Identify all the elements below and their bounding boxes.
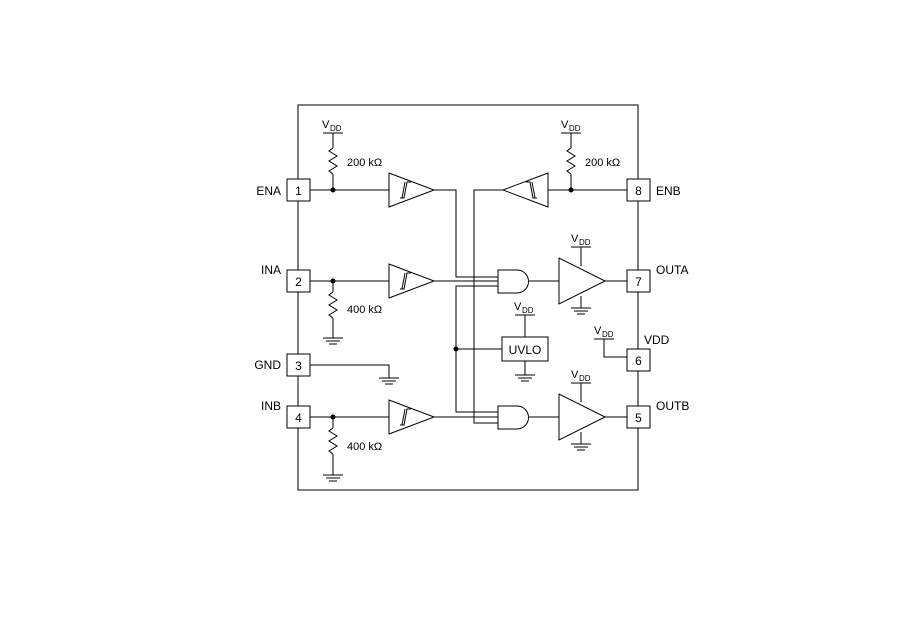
enb-resistor-value: 200 kΩ xyxy=(585,157,620,169)
pin-5-name: OUTB xyxy=(656,399,689,413)
uvlo-block: UVLO V DD xyxy=(453,285,549,413)
pin-7-name: OUTA xyxy=(656,263,688,277)
pin-6-name: VDD xyxy=(644,333,670,347)
uvlo-label: UVLO xyxy=(509,343,542,357)
ina-resistor-value: 400 kΩ xyxy=(347,304,382,316)
pin-4-name: INB xyxy=(261,399,281,413)
vdd-label-sub: DD xyxy=(330,124,342,133)
pin-6: 6 VDD xyxy=(626,333,670,372)
ena-input-path xyxy=(310,172,498,278)
pin-4: 4 INB xyxy=(261,399,311,429)
pin-2-number: 2 xyxy=(295,275,302,289)
pin-8-name: ENB xyxy=(656,184,681,198)
enb-input-path xyxy=(473,172,627,424)
pin-1-number: 1 xyxy=(295,184,302,198)
and-gate-b xyxy=(497,405,559,430)
inb-pulldown-resistor: 400 kΩ xyxy=(323,417,382,482)
output-driver-a: V DD xyxy=(558,233,627,315)
vdd-pin-connection: V DD xyxy=(594,325,627,358)
vdd-label-main: V xyxy=(571,369,579,381)
schmitt-trigger-icon xyxy=(531,181,536,199)
pin-7: 7 OUTA xyxy=(626,263,688,293)
schmitt-trigger-icon xyxy=(401,272,406,290)
vdd-label-sub: DD xyxy=(569,124,581,133)
vdd-label-main: V xyxy=(322,119,330,131)
inb-resistor-value: 400 kΩ xyxy=(347,441,382,453)
schmitt-trigger-icon xyxy=(401,408,406,426)
and-gate-a xyxy=(497,269,559,294)
enb-pullup-resistor: V DD 200 kΩ xyxy=(561,119,620,190)
vdd-label-main: V xyxy=(561,119,569,131)
pin-6-number: 6 xyxy=(635,354,642,368)
pin-4-number: 4 xyxy=(295,411,302,425)
schmitt-trigger-icon xyxy=(400,272,411,290)
vdd-label-sub: DD xyxy=(522,306,534,315)
pin-3-name: GND xyxy=(254,358,281,372)
pin-5: 5 OUTB xyxy=(626,399,689,429)
pin-2: 2 INA xyxy=(261,263,311,293)
pin-8: 8 ENB xyxy=(626,178,681,202)
vdd-label-sub: DD xyxy=(579,238,591,247)
schmitt-trigger-icon xyxy=(401,181,406,199)
schmitt-trigger-icon xyxy=(526,181,537,199)
pin-2-name: INA xyxy=(261,263,281,277)
pin-7-number: 7 xyxy=(635,275,642,289)
schmitt-trigger-icon xyxy=(400,408,411,426)
gnd-connection xyxy=(310,364,399,385)
ena-pullup-resistor: V DD 200 kΩ xyxy=(322,119,382,190)
vdd-label-sub: DD xyxy=(579,374,591,383)
vdd-label-sub: DD xyxy=(602,330,614,339)
ina-input-path xyxy=(310,263,498,299)
pin-3-number: 3 xyxy=(295,359,302,373)
output-driver-b: V DD xyxy=(558,369,627,451)
pin-1-name: ENA xyxy=(256,184,281,198)
pin-3: 3 GND xyxy=(254,353,311,377)
pin-1: 1 ENA xyxy=(256,178,311,202)
pin-8-number: 8 xyxy=(635,184,642,198)
ic-package-outline xyxy=(297,104,639,491)
pin-5-number: 5 xyxy=(635,411,642,425)
vdd-label-main: V xyxy=(514,301,522,313)
inb-input-path xyxy=(310,399,498,435)
schmitt-trigger-icon xyxy=(400,181,411,199)
vdd-label-main: V xyxy=(571,233,579,245)
ina-pulldown-resistor: 400 kΩ xyxy=(323,281,382,345)
vdd-label-main: V xyxy=(594,325,602,337)
ena-resistor-value: 200 kΩ xyxy=(347,157,382,169)
